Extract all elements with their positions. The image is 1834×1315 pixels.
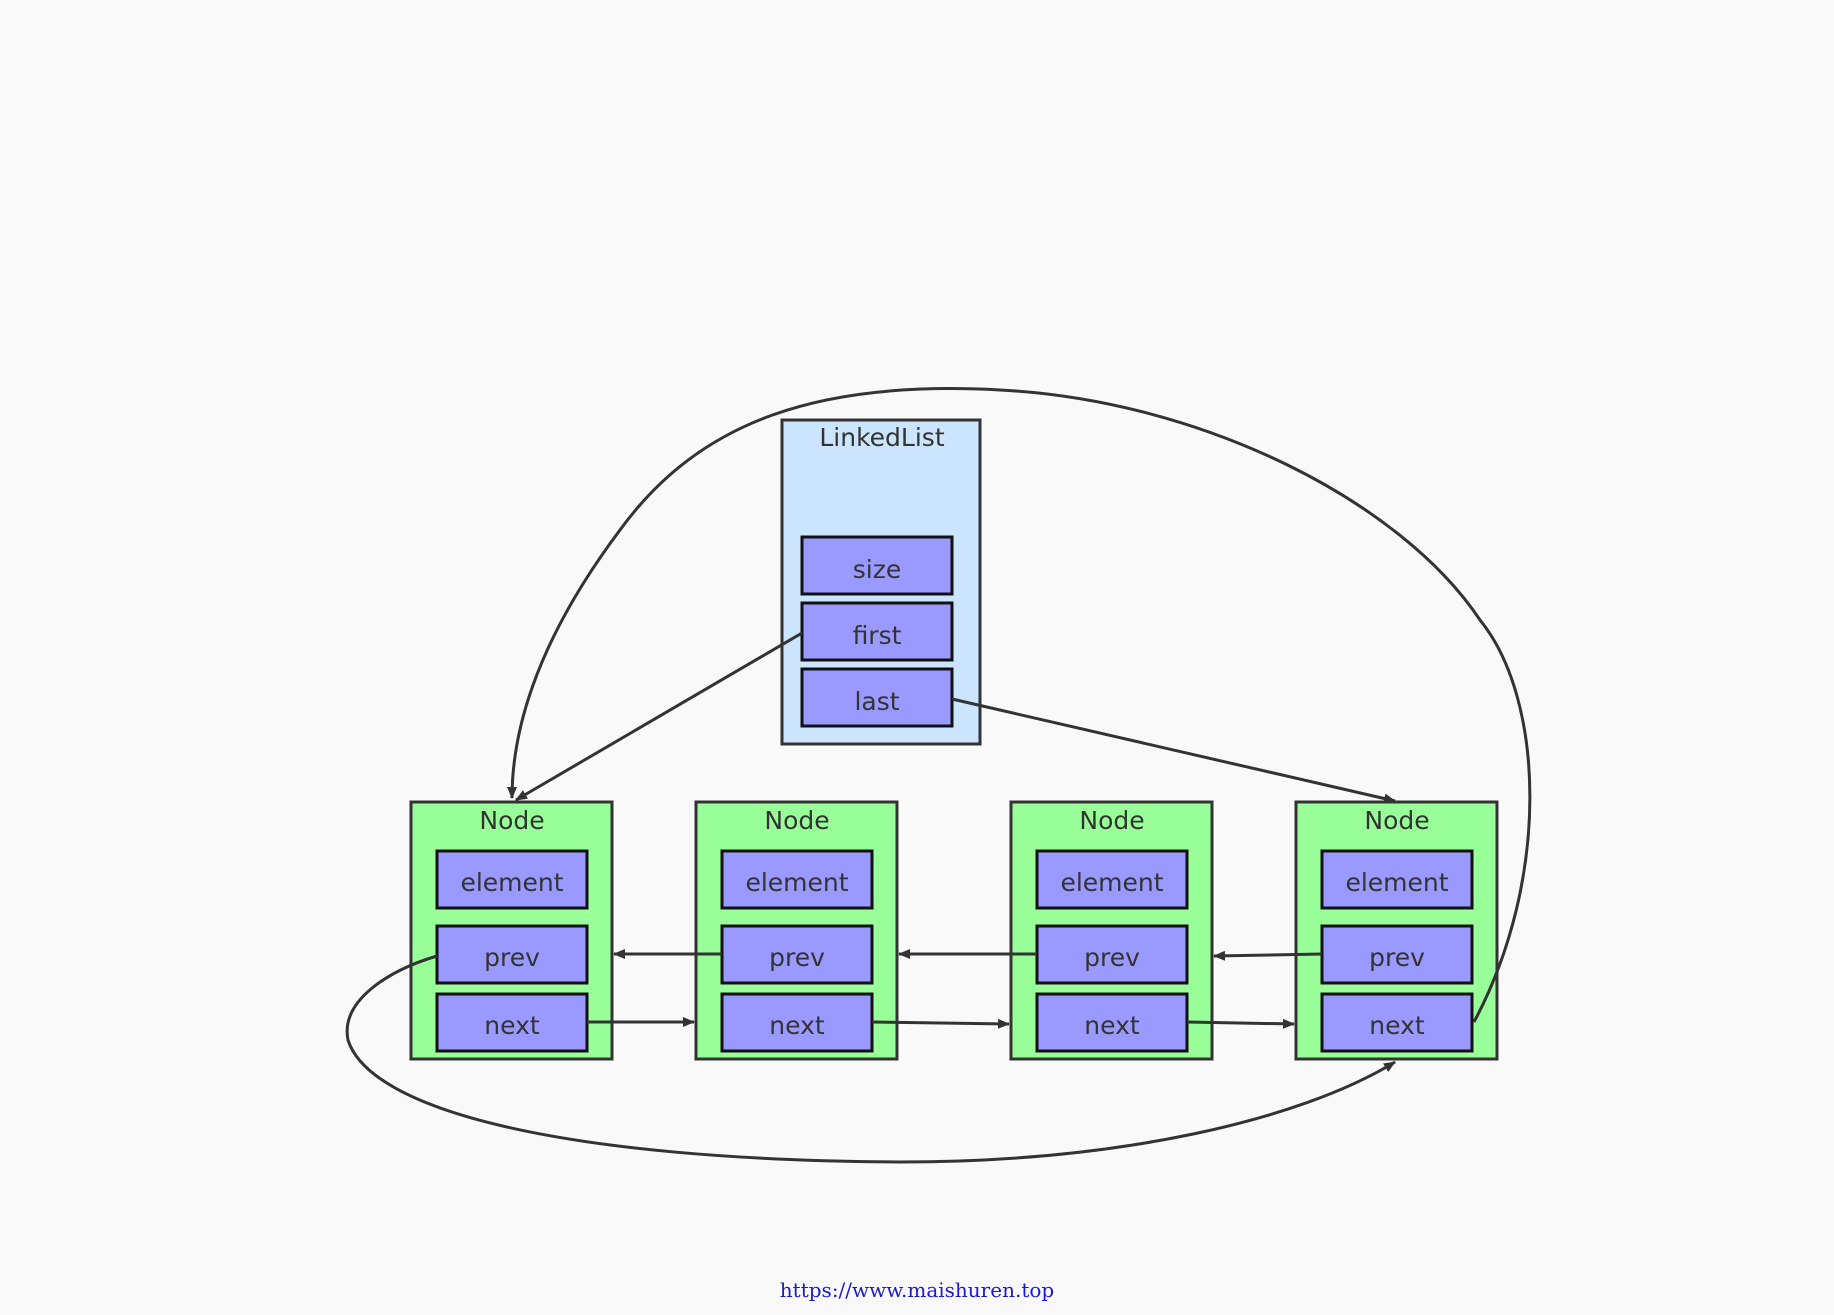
field-label: element xyxy=(1060,868,1163,897)
node-field-next: next xyxy=(1320,992,1474,1053)
field-label: element xyxy=(460,868,563,897)
node-field-element: element xyxy=(720,849,874,910)
node-field-next: next xyxy=(1035,992,1189,1053)
field-label: element xyxy=(1345,868,1448,897)
node-title: Node xyxy=(479,806,544,835)
field-label: first xyxy=(853,621,902,650)
field-label: prev xyxy=(769,943,825,972)
edge-last-to-node4 xyxy=(951,697,1396,804)
linkedlist-field-size: size xyxy=(800,535,954,596)
field-label: element xyxy=(745,868,848,897)
edge-node1-prev-to-node4 xyxy=(345,954,1396,1164)
node-4: Node element prev next xyxy=(1294,800,1499,1061)
field-label: size xyxy=(853,555,901,584)
node-field-prev: prev xyxy=(720,924,874,985)
node-field-prev: prev xyxy=(435,924,589,985)
field-label: next xyxy=(1084,1011,1140,1040)
node-field-next: next xyxy=(435,992,589,1053)
edge-first-to-node1 xyxy=(515,631,803,802)
linkedlist-container: LinkedList size first last xyxy=(780,418,982,746)
field-label: next xyxy=(1369,1011,1425,1040)
edge-node4-next-to-node1 xyxy=(507,387,1532,1023)
field-label: prev xyxy=(1369,943,1425,972)
field-label: next xyxy=(769,1011,825,1040)
node-field-element: element xyxy=(1320,849,1474,910)
field-label: last xyxy=(854,687,899,716)
field-label: prev xyxy=(484,943,540,972)
field-label: next xyxy=(484,1011,540,1040)
edge-node4-prev-to-node3 xyxy=(1213,950,1323,961)
linkedlist-title: LinkedList xyxy=(819,423,944,452)
node-1: Node element prev next xyxy=(409,800,614,1061)
field-label: prev xyxy=(1084,943,1140,972)
node-title: Node xyxy=(764,806,829,835)
node-2: Node element prev next xyxy=(694,800,899,1061)
node-3: Node element prev next xyxy=(1009,800,1214,1061)
watermark-url: https://www.maishuren.top xyxy=(779,1278,1055,1302)
edges xyxy=(345,387,1532,1164)
node-field-element: element xyxy=(435,849,589,910)
node-title: Node xyxy=(1364,806,1429,835)
node-title: Node xyxy=(1079,806,1144,835)
linkedlist-field-last: last xyxy=(800,667,954,728)
edge-node3-next-to-node4 xyxy=(1186,1018,1295,1029)
node-field-prev: prev xyxy=(1320,924,1474,985)
linkedlist-field-first: first xyxy=(800,601,954,662)
edge-node2-next-to-node3 xyxy=(871,1018,1010,1029)
node-field-prev: prev xyxy=(1035,924,1189,985)
node-field-next: next xyxy=(720,992,874,1053)
node-field-element: element xyxy=(1035,849,1189,910)
